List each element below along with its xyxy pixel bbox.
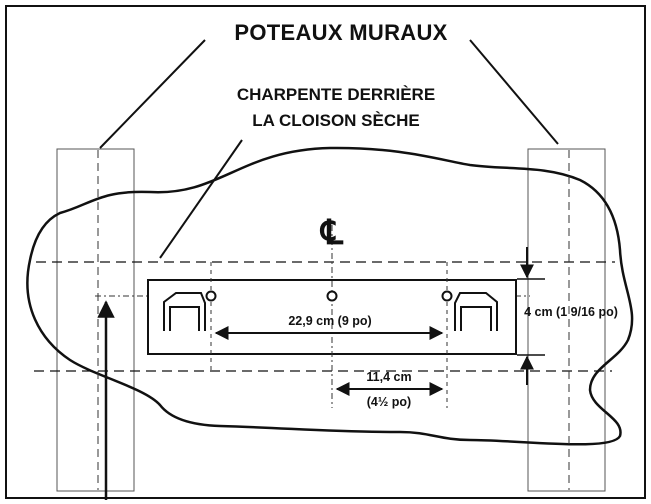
diagram-frame bbox=[5, 5, 646, 499]
left-wall-stud bbox=[56, 148, 135, 492]
height-dimension-label: 4 cm (1 9/16 po) bbox=[524, 305, 618, 319]
left-hook-cutout bbox=[163, 292, 206, 331]
screw-hole-right bbox=[441, 290, 453, 302]
centerline-symbol: ℄ bbox=[319, 213, 344, 253]
title-leader-right bbox=[469, 39, 559, 145]
half-width-dimension-label-line1: 11,4 cm bbox=[366, 370, 411, 384]
right-hook-cutout bbox=[454, 292, 498, 331]
framing-leader bbox=[159, 139, 243, 259]
title-leader-left bbox=[99, 39, 206, 149]
screw-hole-center bbox=[326, 290, 338, 302]
framing-label-line2: LA CLOISON SÈCHE bbox=[252, 111, 420, 130]
framing-label-line1: CHARPENTE DERRIÈRE bbox=[237, 85, 435, 104]
right-wall-stud bbox=[527, 148, 606, 492]
screw-hole-left bbox=[205, 290, 217, 302]
width-dimension-label: 22,9 cm (9 po) bbox=[288, 314, 371, 328]
drywall-cutaway-outline bbox=[26, 146, 634, 446]
title-label: POTEAUX MURAUX bbox=[234, 20, 447, 45]
half-width-dimension-label-line2: (4½ po) bbox=[367, 395, 411, 409]
